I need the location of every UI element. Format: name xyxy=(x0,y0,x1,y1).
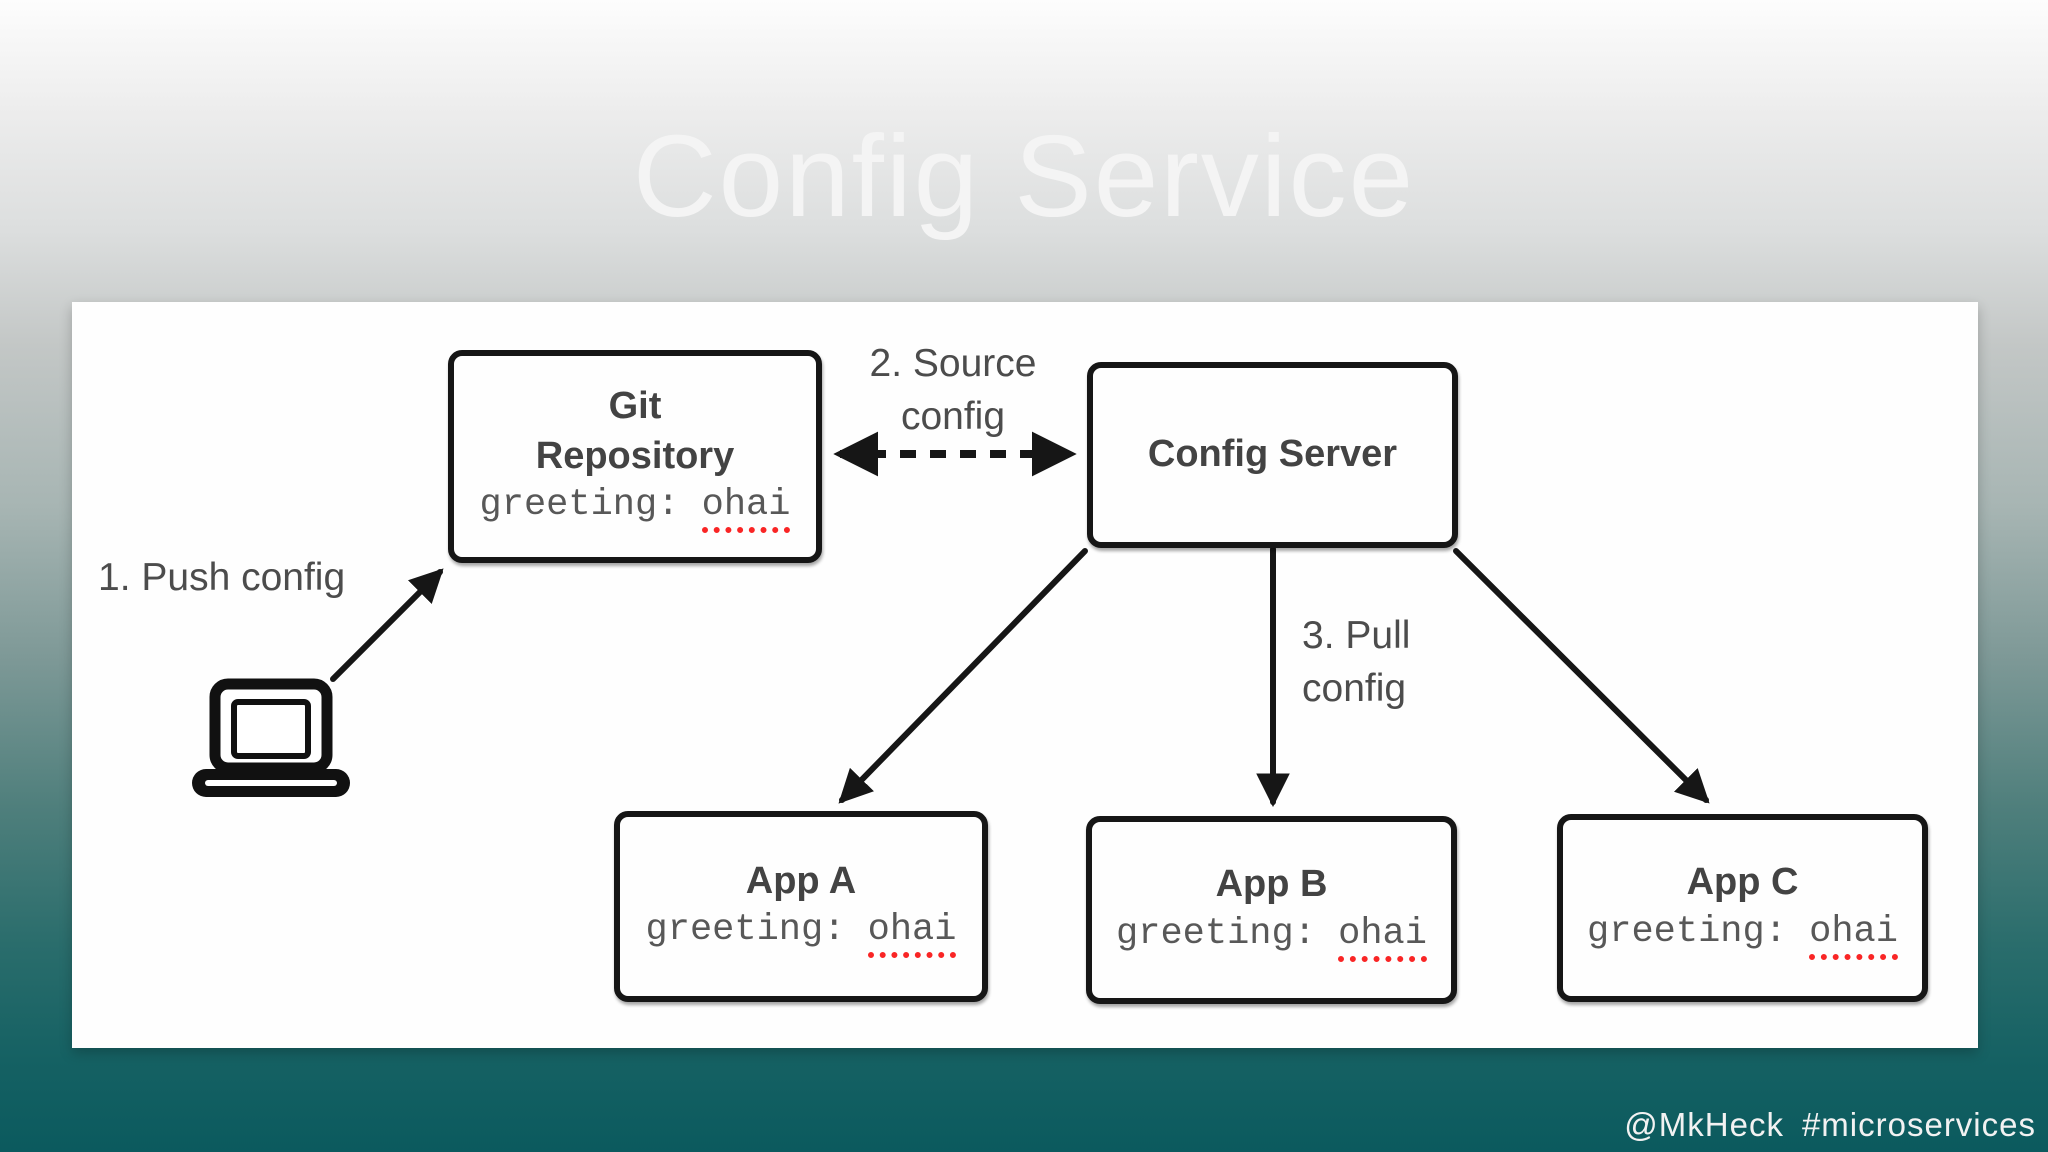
code-key: greeting: xyxy=(479,483,680,526)
arrow-push-config xyxy=(330,568,444,682)
code-line: greeting: ohai xyxy=(1587,908,1898,960)
code-key: greeting: xyxy=(645,909,846,952)
arrow-pull-config-app-c xyxy=(1453,548,1710,804)
code-value: ohai xyxy=(867,909,957,959)
label-pull-config: 3. Pull config xyxy=(1302,610,1410,715)
footer-handle: @MkHeck xyxy=(1624,1106,1784,1143)
label-source-config-line2: config xyxy=(900,394,1006,438)
node-app-a: App A greeting: ohai xyxy=(614,811,988,1002)
code-key: greeting: xyxy=(1116,912,1316,955)
label-pull-config-line2: config xyxy=(1302,666,1407,710)
node-title: Repository xyxy=(535,434,735,477)
diagram-panel: Git Repository greeting: ohai Config Ser… xyxy=(72,302,1978,1048)
node-app-c: App C greeting: ohai xyxy=(1557,814,1928,1002)
node-config-server: Config Server xyxy=(1087,362,1458,548)
code-value: ohai xyxy=(1338,912,1427,962)
node-title: App A xyxy=(745,859,857,902)
footer-credit: @MkHeck #microservices xyxy=(1624,1106,2036,1144)
code-line: greeting: ohai xyxy=(1116,910,1427,962)
slide-title: Config Service xyxy=(632,111,1416,241)
code-key: greeting: xyxy=(1587,910,1787,953)
node-app-b: App B greeting: ohai xyxy=(1086,816,1457,1004)
laptop-icon xyxy=(192,678,350,797)
node-title: App C xyxy=(1686,861,1799,904)
code-value: ohai xyxy=(701,483,791,533)
label-source-config-line1: 2. Source xyxy=(869,342,1037,385)
node-git-repository: Git Repository greeting: ohai xyxy=(448,350,822,563)
node-title: App B xyxy=(1215,863,1328,906)
arrow-pull-config-app-a xyxy=(838,548,1088,804)
code-line: greeting: ohai xyxy=(479,481,791,533)
node-title: Git xyxy=(608,385,662,428)
code-line: greeting: ohai xyxy=(645,906,957,959)
footer-hashtag: #microservices xyxy=(1801,1106,2036,1143)
node-title: Config Server xyxy=(1147,433,1398,476)
label-push-config: 1. Push config xyxy=(98,556,346,599)
code-value: ohai xyxy=(1809,910,1898,960)
label-source-config: 2. Source config xyxy=(843,338,1063,443)
label-pull-config-line1: 3. Pull xyxy=(1302,614,1411,657)
